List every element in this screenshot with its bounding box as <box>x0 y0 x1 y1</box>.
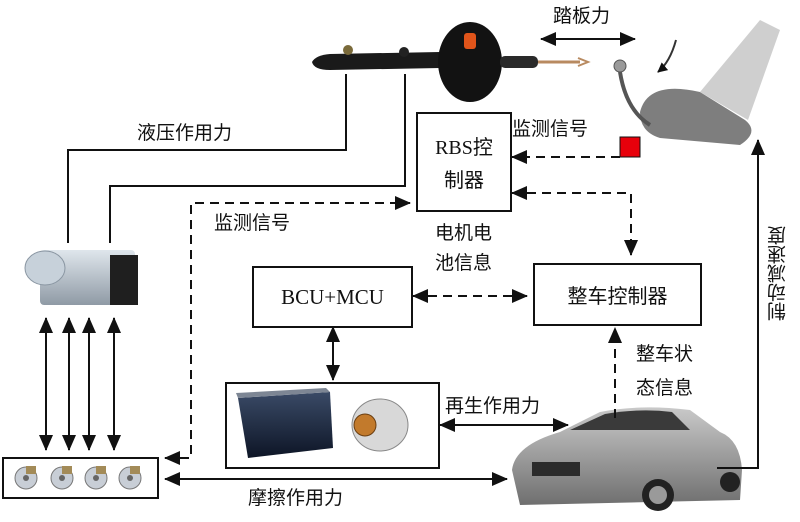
rbs-controller-box: RBS控 制器 <box>416 112 512 212</box>
vehicle-image <box>512 407 742 511</box>
vehicle-controller-box: 整车控制器 <box>533 263 702 326</box>
connector-lines <box>39 32 765 486</box>
bcu-mcu-box: BCU+MCU <box>252 266 413 328</box>
motor-image <box>351 398 409 452</box>
brake-disc-icon <box>14 466 38 490</box>
brake-deceleration-arrow <box>717 139 765 469</box>
pedal-force-label: 踏板力 <box>553 5 611 27</box>
motor-battery-info-label-1: 电机电 <box>435 222 493 244</box>
vehicle-state-info-label-1: 整车状 <box>636 343 694 365</box>
bcu-mcu-label: BCU+MCU <box>281 284 384 309</box>
monitor-signal-label-top: 监测信号 <box>512 118 589 140</box>
hydraulic-line-2 <box>109 74 406 243</box>
brake-disc-icon <box>84 466 108 490</box>
monitor-signal-label-left: 监测信号 <box>214 212 291 234</box>
brake-pedal-image <box>613 20 780 145</box>
signal-lines <box>164 150 638 465</box>
brake-disc-icon <box>118 466 142 490</box>
rbs-controller-label-2: 制器 <box>444 170 484 192</box>
pedal-sensor-icon <box>619 136 641 158</box>
brake-booster-image <box>312 22 591 102</box>
hydraulic-force-line <box>67 74 347 243</box>
brake-deceleration-label: 制动减速度 <box>767 226 789 321</box>
rbs-controller-label-1: RBS控 <box>435 137 493 159</box>
motor-battery-info-label-2: 池信息 <box>435 252 493 274</box>
hydraulic-unit-image <box>24 250 138 305</box>
regen-force-label: 再生作用力 <box>445 395 541 417</box>
hydraulic-force-label: 液压作用力 <box>137 122 233 144</box>
brake-disc-icon <box>50 466 74 490</box>
brake-monitor-signal-line <box>164 196 411 465</box>
battery-image <box>236 388 333 458</box>
vehicle-controller-label: 整车控制器 <box>567 284 668 308</box>
friction-force-label: 摩擦作用力 <box>248 487 344 509</box>
rbs-vcu-signal-line <box>511 186 638 256</box>
brake-disc-icons <box>14 466 142 490</box>
vehicle-state-info-label-2: 态信息 <box>636 377 694 399</box>
